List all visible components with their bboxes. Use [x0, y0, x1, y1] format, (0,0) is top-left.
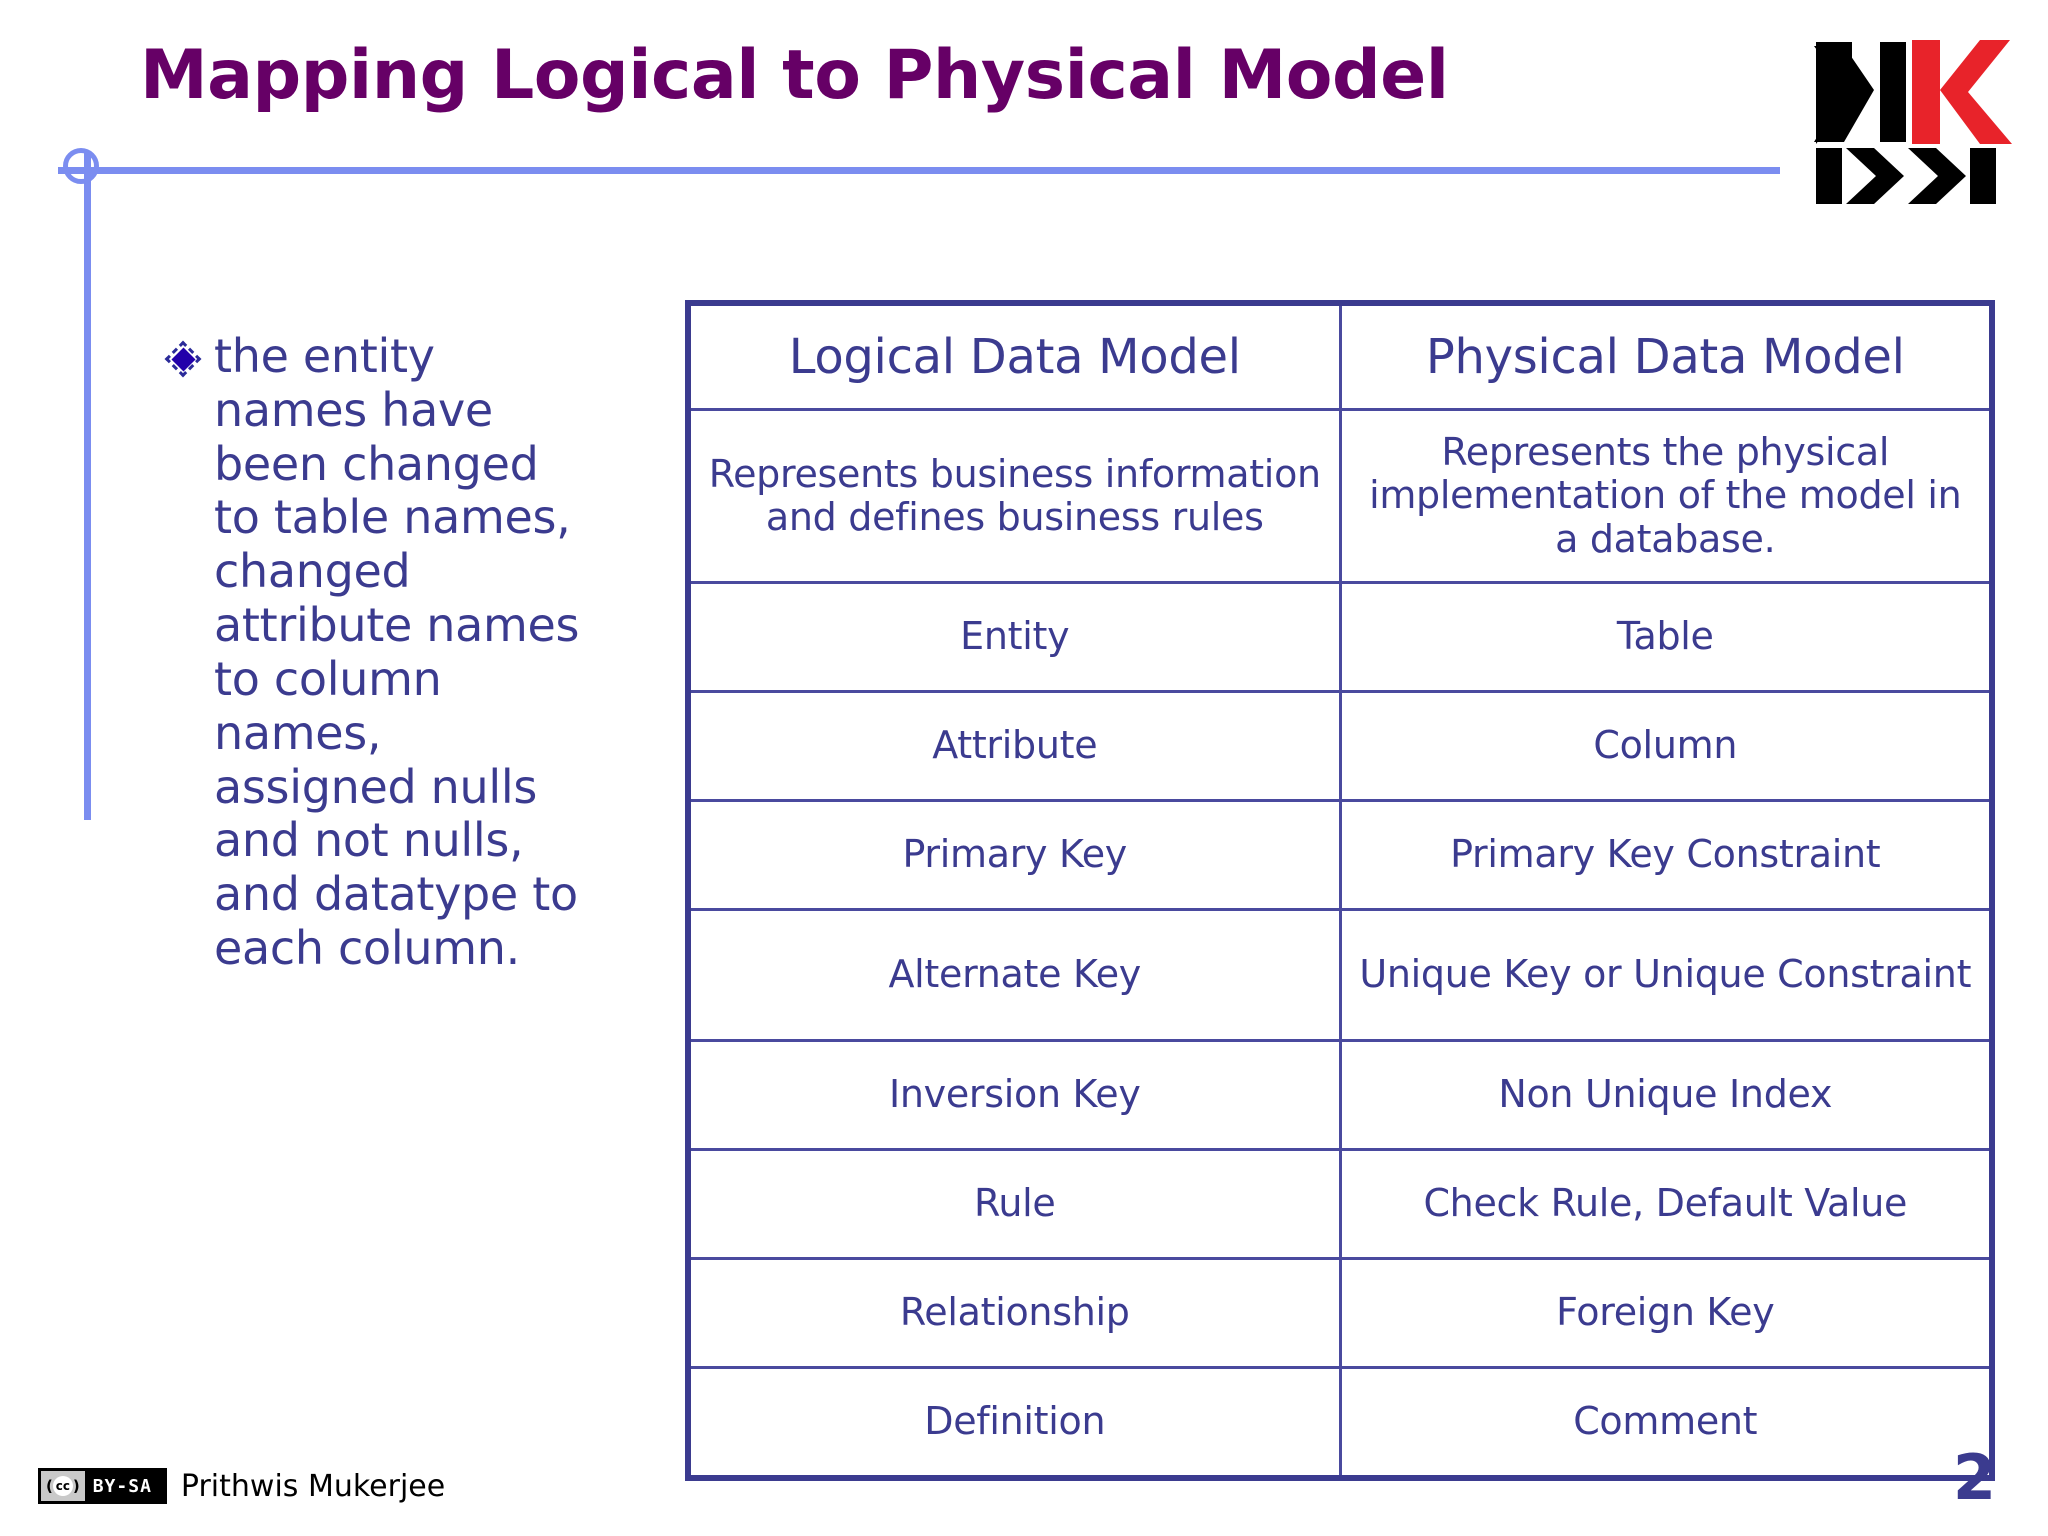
cell-logical: Alternate Key [686, 908, 1342, 1042]
cell-physical: Primary Key Constraint [1338, 799, 1994, 911]
cell-physical: Column [1338, 690, 1994, 802]
crosshair-circle-icon [63, 148, 99, 184]
table-row: Inversion Key Non Unique Index [686, 1039, 1994, 1151]
cc-circle-icon: cc [52, 1476, 73, 1496]
column-header-physical: Physical Data Model [1338, 301, 1994, 411]
cell-logical: Primary Key [686, 799, 1342, 911]
table-row: Attribute Column [686, 690, 1994, 802]
cell-logical: Represents business information and defi… [686, 408, 1342, 584]
cell-physical: Represents the physical implementation o… [1338, 408, 1994, 584]
column-header-logical: Logical Data Model [686, 301, 1342, 411]
author-name: Prithwis Mukerjee [180, 1468, 446, 1504]
cell-logical: Entity [686, 581, 1342, 693]
table-row: Rule Check Rule, Default Value [686, 1148, 1994, 1260]
cell-logical: Attribute [686, 690, 1342, 802]
table-row: Relationship Foreign Key [686, 1257, 1994, 1369]
creative-commons-badge-icon: ( cc ) BY-SA [38, 1468, 167, 1504]
bullet-item-text: the entity names have been changed to ta… [214, 329, 580, 975]
cell-logical: Inversion Key [686, 1039, 1342, 1151]
table-row: Definition Comment [686, 1366, 1994, 1480]
kaygee-k-logo [1812, 24, 2012, 204]
logical-physical-mapping-table: Logical Data Model Physical Data Model R… [685, 300, 1995, 1481]
cell-physical: Unique Key or Unique Constraint [1338, 908, 1994, 1042]
bullet-list: the entity names have been changed to ta… [164, 329, 588, 976]
table-row: Represents business information and defi… [686, 408, 1994, 584]
cell-physical: Non Unique Index [1338, 1039, 1994, 1151]
page-title: Mapping Logical to Physical Model [140, 36, 1449, 115]
cell-physical: Check Rule, Default Value [1338, 1148, 1994, 1260]
table-header-row: Logical Data Model Physical Data Model [686, 301, 1994, 411]
footer: ( cc ) BY-SA Prithwis Mukerjee [38, 1468, 445, 1504]
cell-physical: Comment [1338, 1366, 1994, 1480]
horizontal-accent-line [58, 167, 1780, 174]
page-number: 2 [1952, 1441, 1996, 1514]
table-row: Alternate Key Unique Key or Unique Const… [686, 908, 1994, 1042]
cell-logical: Rule [686, 1148, 1342, 1260]
cell-logical: Definition [686, 1366, 1342, 1480]
table-row: Entity Table [686, 581, 1994, 693]
cell-physical: Foreign Key [1338, 1257, 1994, 1369]
license-label: BY-SA [92, 1475, 152, 1497]
cc-mark-icon: ( cc ) [41, 1471, 85, 1501]
diamond-bullet-icon [164, 340, 202, 378]
vertical-accent-line [84, 152, 91, 820]
cell-logical: Relationship [686, 1257, 1342, 1369]
cell-physical: Table [1338, 581, 1994, 693]
table-row: Primary Key Primary Key Constraint [686, 799, 1994, 911]
